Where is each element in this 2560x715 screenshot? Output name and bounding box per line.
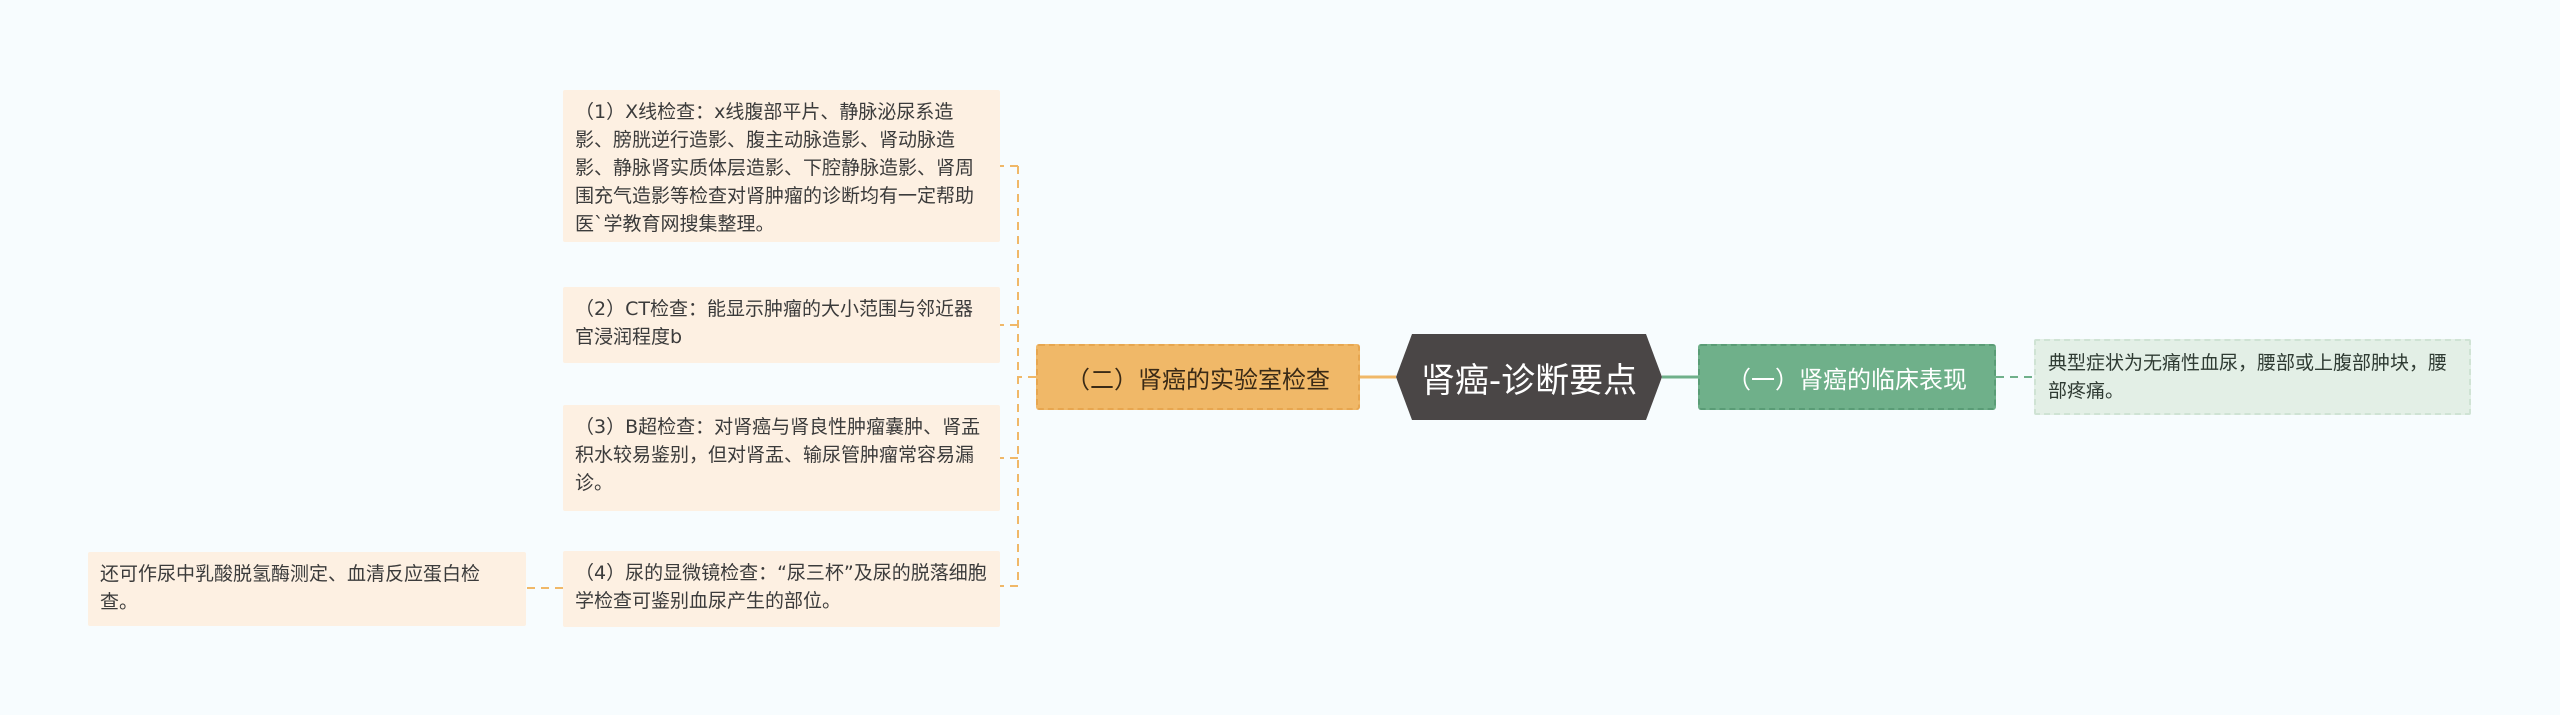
leaf-xray-exam[interactable]: （1）X线检查：x线腹部平片、静脉泌尿系造影、膀胱逆行造影、腹主动脉造影、肾动脉… [563,90,1000,242]
leaf-ct-exam[interactable]: （2）CT检查：能显示肿瘤的大小范围与邻近器官浸润程度b [563,287,1000,363]
branch-clinical-manifestation[interactable]: （一）肾癌的临床表现 [1698,344,1996,410]
leaf-typical-symptoms[interactable]: 典型症状为无痛性血尿，腰部或上腹部肿块，腰部疼痛。 [2034,339,2471,415]
leaf-bus-exam[interactable]: （3）B超检查：对肾癌与肾良性肿瘤囊肿、肾盂积水较易鉴别，但对肾盂、输尿管肿瘤常… [563,405,1000,511]
root-node-shape [1396,334,1662,420]
leaf-urine-extra[interactable]: 还可作尿中乳酸脱氢酶测定、血清反应蛋白检查。 [88,552,526,626]
root-node[interactable]: 肾癌-诊断要点 [1420,360,1638,401]
leaf-urine-microscopy[interactable]: （4）尿的显微镜检查：“尿三杯”及尿的脱落细胞学检查可鉴别血尿产生的部位。 [563,551,1000,627]
branch-lab-tests[interactable]: （二）肾癌的实验室检查 [1036,344,1360,410]
